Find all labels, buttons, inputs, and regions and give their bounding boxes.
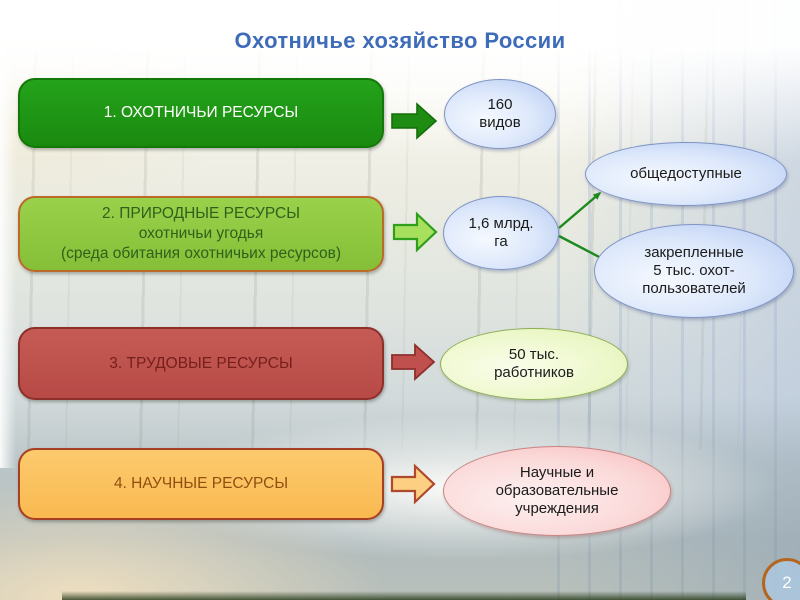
ellipse-assigned-grounds: закрепленные 5 тыс. охот- пользователей — [594, 224, 794, 318]
box-natural-resources-label: 2. ПРИРОДНЫЕ РЕСУРСЫ охотничьи угодья (с… — [60, 205, 341, 262]
box-hunting-resources: 1. ОХОТНИЧЬИ РЕСУРСЫ — [18, 78, 384, 148]
scientific-institutions-label: Научные и образовательные учреждения — [495, 463, 619, 518]
box-scientific-resources: 4. НАУЧНЫЕ РЕСУРСЫ — [18, 448, 384, 520]
flow-arrow-icon — [392, 211, 438, 253]
flow-arrow-icon — [391, 102, 438, 140]
ellipse-species-count: 160 видов — [444, 79, 556, 149]
ellipse-workers-count: 50 тыс. работников — [440, 328, 628, 400]
page-number: 2 — [782, 573, 792, 592]
slide-title: Охотничье хозяйство России — [234, 28, 566, 53]
box-hunting-resources-label: 1. ОХОТНИЧЬИ РЕСУРСЫ — [103, 104, 299, 122]
flow-arrow-icon — [390, 463, 436, 505]
background-left-margin — [0, 0, 16, 468]
ellipse-hunting-grounds-area: 1,6 млрд. га — [443, 196, 559, 270]
flow-arrow-icon — [391, 342, 436, 382]
workers-count-label: 50 тыс. работников — [494, 345, 574, 381]
assigned-grounds-label: закрепленные 5 тыс. охот- пользователей — [642, 243, 746, 298]
box-labor-resources: 3. ТРУДОВЫЕ РЕСУРСЫ — [18, 327, 384, 400]
ellipse-public-grounds: общедоступные — [585, 142, 787, 206]
box-labor-resources-label: 3. ТРУДОВЫЕ РЕСУРСЫ — [109, 354, 293, 372]
box-natural-resources: 2. ПРИРОДНЫЕ РЕСУРСЫ охотничьи угодья (с… — [18, 196, 384, 272]
page-number-badge: 2 — [762, 558, 800, 600]
hunting-grounds-area-label: 1,6 млрд. га — [468, 214, 534, 250]
background-waterline — [62, 591, 746, 600]
species-count-label: 160 видов — [479, 95, 521, 131]
public-grounds-label: общедоступные — [630, 164, 742, 182]
box-scientific-resources-label: 4. НАУЧНЫЕ РЕСУРСЫ — [113, 475, 289, 493]
ellipse-scientific-institutions: Научные и образовательные учреждения — [443, 446, 671, 536]
